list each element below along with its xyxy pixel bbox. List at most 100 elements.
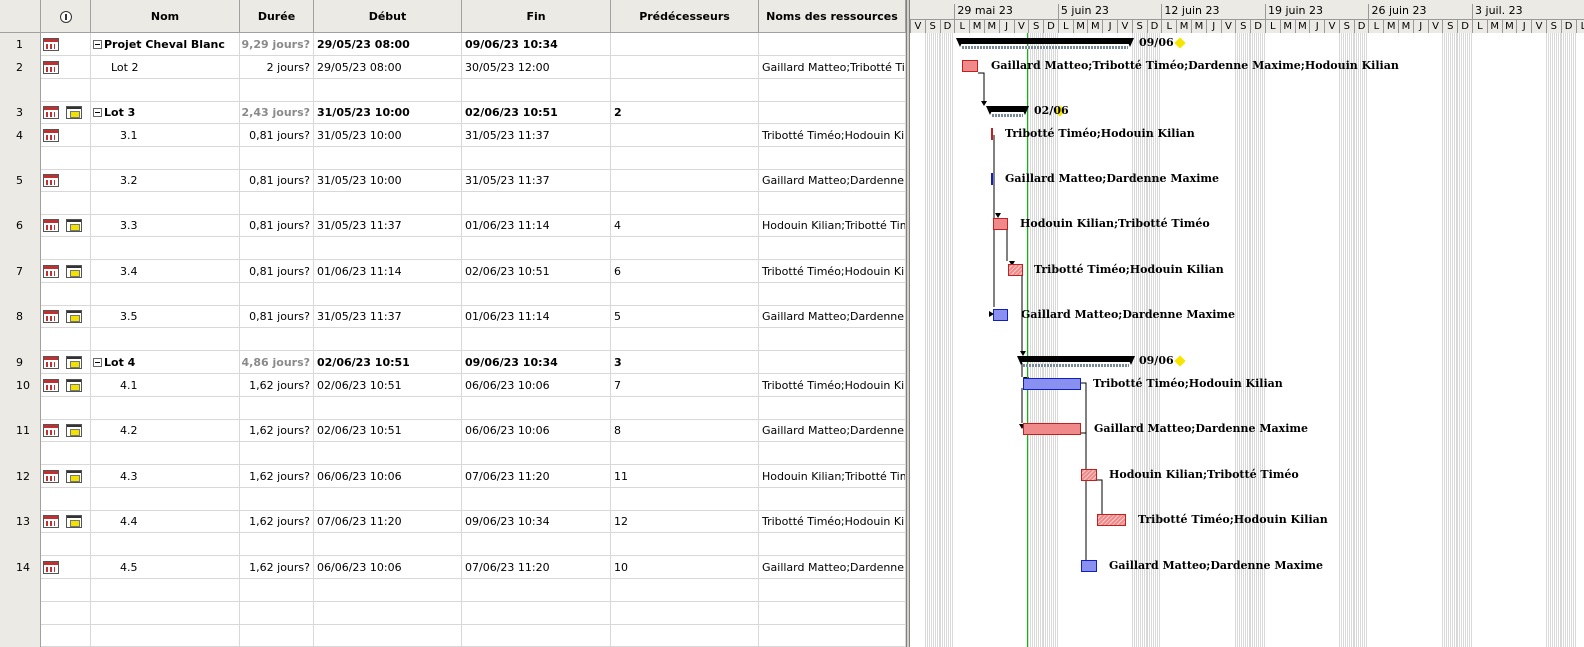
blank-row[interactable]: [0, 397, 906, 420]
resources-cell[interactable]: Gaillard Matteo;Dardenne M...: [759, 419, 906, 442]
task-name-cell[interactable]: 4.3: [91, 465, 240, 488]
empty-cell[interactable]: [91, 442, 240, 465]
start-cell[interactable]: 02/06/23 10:51: [314, 351, 462, 374]
predecessors-cell[interactable]: 12: [611, 510, 759, 533]
empty-cell[interactable]: [611, 442, 759, 465]
empty-cell[interactable]: [240, 237, 314, 260]
finish-cell[interactable]: 02/06/23 10:51: [462, 101, 611, 124]
name-column-header[interactable]: Nom: [91, 0, 240, 33]
finish-cell[interactable]: 07/06/23 11:20: [462, 465, 611, 488]
summary-bar[interactable]: [956, 38, 1134, 50]
blank-row[interactable]: [0, 533, 906, 556]
row-id[interactable]: 6: [0, 214, 41, 237]
select-all-corner[interactable]: [0, 0, 41, 33]
duration-cell[interactable]: 1,62 jours?: [240, 510, 314, 533]
empty-cell[interactable]: [240, 328, 314, 351]
view-splitter[interactable]: [906, 0, 910, 647]
duration-cell[interactable]: 1,62 jours?: [240, 374, 314, 397]
empty-cell[interactable]: [611, 602, 759, 625]
blank-row[interactable]: [0, 602, 906, 625]
collapse-toggle[interactable]: [93, 108, 102, 117]
empty-cell[interactable]: [41, 283, 91, 306]
empty-cell[interactable]: [759, 488, 906, 511]
empty-cell[interactable]: [41, 79, 91, 102]
task-name-cell[interactable]: 3.1: [91, 124, 240, 147]
empty-cell[interactable]: [611, 328, 759, 351]
empty-cell[interactable]: [759, 283, 906, 306]
blank-row[interactable]: [0, 328, 906, 351]
row-id[interactable]: [0, 579, 41, 602]
row-id[interactable]: [0, 533, 41, 556]
duration-cell[interactable]: 0,81 jours?: [240, 260, 314, 283]
empty-cell[interactable]: [41, 579, 91, 602]
row-id[interactable]: 3: [0, 101, 41, 124]
blank-row[interactable]: [0, 442, 906, 465]
empty-cell[interactable]: [462, 579, 611, 602]
task-name-cell[interactable]: 3.4: [91, 260, 240, 283]
duration-cell[interactable]: 1,62 jours?: [240, 556, 314, 579]
blank-row[interactable]: [0, 488, 906, 511]
empty-cell[interactable]: [314, 237, 462, 260]
empty-cell[interactable]: [240, 283, 314, 306]
empty-cell[interactable]: [759, 147, 906, 170]
finish-cell[interactable]: 31/05/23 11:37: [462, 124, 611, 147]
row-id[interactable]: [0, 602, 41, 625]
finish-column-header[interactable]: Fin: [462, 0, 611, 33]
empty-cell[interactable]: [611, 397, 759, 420]
zero-duration-task-mark[interactable]: [991, 128, 995, 140]
empty-cell[interactable]: [314, 442, 462, 465]
row-id[interactable]: [0, 283, 41, 306]
row-id[interactable]: 5: [0, 169, 41, 192]
row-id[interactable]: 2: [0, 56, 41, 79]
duration-cell[interactable]: 1,62 jours?: [240, 419, 314, 442]
empty-cell[interactable]: [41, 442, 91, 465]
task-bar[interactable]: [1023, 378, 1081, 390]
empty-cell[interactable]: [314, 533, 462, 556]
indicators-column-header[interactable]: [41, 0, 91, 33]
zero-duration-task-mark[interactable]: [991, 173, 995, 185]
finish-cell[interactable]: 02/06/23 10:51: [462, 260, 611, 283]
blank-row[interactable]: [0, 147, 906, 170]
row-id[interactable]: 1: [0, 33, 41, 56]
empty-cell[interactable]: [240, 147, 314, 170]
finish-cell[interactable]: 06/06/23 10:06: [462, 374, 611, 397]
predecessors-column-header[interactable]: Prédécesseurs: [611, 0, 759, 33]
empty-cell[interactable]: [91, 237, 240, 260]
critical-task-bar[interactable]: [1097, 514, 1126, 526]
critical-task-bar[interactable]: [1023, 423, 1081, 435]
empty-cell[interactable]: [314, 283, 462, 306]
task-name-cell[interactable]: 4.1: [91, 374, 240, 397]
empty-cell[interactable]: [462, 533, 611, 556]
start-cell[interactable]: 29/05/23 08:00: [314, 56, 462, 79]
empty-cell[interactable]: [759, 237, 906, 260]
finish-cell[interactable]: 07/06/23 11:20: [462, 556, 611, 579]
predecessors-cell[interactable]: 7: [611, 374, 759, 397]
duration-cell[interactable]: 0,81 jours?: [240, 305, 314, 328]
finish-cell[interactable]: 09/06/23 10:34: [462, 510, 611, 533]
row-id[interactable]: [0, 237, 41, 260]
empty-cell[interactable]: [759, 533, 906, 556]
predecessors-cell[interactable]: [611, 169, 759, 192]
task-name-cell[interactable]: Projet Cheval Blanc: [91, 33, 240, 56]
resources-cell[interactable]: Gaillard Matteo;Dardenne M...: [759, 169, 906, 192]
empty-cell[interactable]: [91, 283, 240, 306]
empty-cell[interactable]: [91, 192, 240, 215]
start-cell[interactable]: 07/06/23 11:20: [314, 510, 462, 533]
resources-column-header[interactable]: Noms des ressources: [759, 0, 906, 33]
finish-cell[interactable]: 06/06/23 10:06: [462, 419, 611, 442]
resources-cell[interactable]: Gaillard Matteo;Dardenne M...: [759, 556, 906, 579]
summary-bar[interactable]: [1017, 356, 1135, 368]
duration-cell[interactable]: 9,29 jours?: [240, 33, 314, 56]
empty-cell[interactable]: [462, 147, 611, 170]
empty-cell[interactable]: [462, 488, 611, 511]
empty-cell[interactable]: [91, 488, 240, 511]
collapse-toggle[interactable]: [93, 358, 102, 367]
empty-cell[interactable]: [462, 624, 611, 647]
summary-bar[interactable]: [986, 106, 1029, 118]
row-id[interactable]: [0, 442, 41, 465]
